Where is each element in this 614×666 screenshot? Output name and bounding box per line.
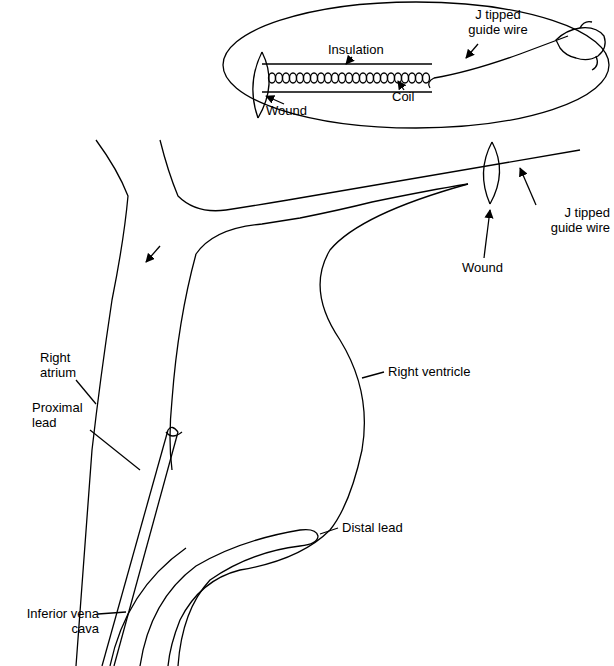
inset-ellipse: J tipped guide wireInsulationCoilWound xyxy=(222,1,610,129)
part-label: Coil xyxy=(392,89,432,104)
coil-winding xyxy=(353,73,360,83)
coil-winding xyxy=(346,73,353,83)
part-label: Wound xyxy=(266,103,326,118)
coil-winding xyxy=(339,73,346,83)
coil-winding xyxy=(367,73,374,83)
part-label: J tipped guide wire xyxy=(458,7,538,37)
coil-winding xyxy=(374,73,381,83)
coil-winding xyxy=(269,73,276,83)
coil-winding xyxy=(402,73,409,83)
anatomy-label: J tipped guide wire xyxy=(530,205,610,235)
coil-winding xyxy=(304,73,311,83)
anatomy-label: Right atrium xyxy=(40,350,90,380)
coil-winding xyxy=(325,73,332,83)
coil-winding xyxy=(283,73,290,83)
anatomy-label: Right ventricle xyxy=(388,364,498,379)
coil-winding xyxy=(332,73,339,83)
anatomy-label: Wound xyxy=(462,260,522,275)
coil-winding xyxy=(423,73,430,83)
coil-winding xyxy=(311,73,318,83)
anatomy-label: Proximal lead xyxy=(32,400,92,430)
inset-drawing xyxy=(253,22,605,118)
anatomy-label: Distal lead xyxy=(342,520,432,535)
coil-winding xyxy=(381,73,388,83)
coil-winding xyxy=(290,73,297,83)
coil-winding xyxy=(360,73,367,83)
vessels xyxy=(76,140,580,666)
coil-winding xyxy=(416,73,423,83)
coil-winding xyxy=(318,73,325,83)
part-label: Insulation xyxy=(328,42,418,57)
coil-winding xyxy=(409,73,416,83)
coil-winding xyxy=(276,73,283,83)
anatomy-label: Inferior vena cava xyxy=(3,606,99,636)
coil-winding xyxy=(388,73,395,83)
coil-winding xyxy=(297,73,304,83)
